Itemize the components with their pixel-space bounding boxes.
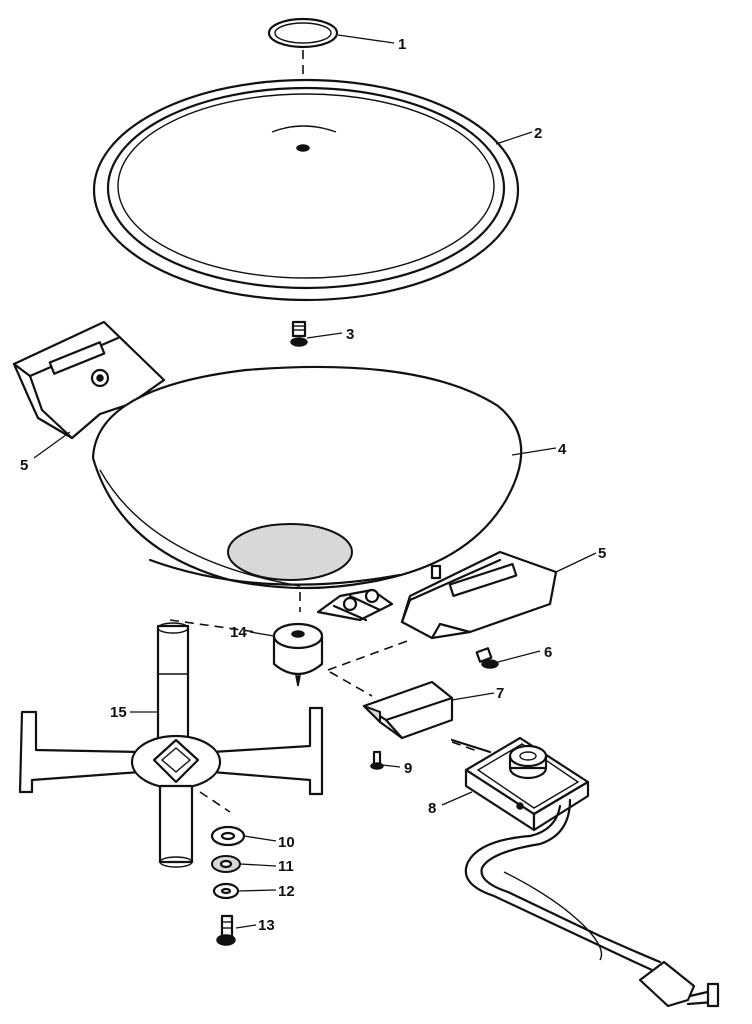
terminal-pins (316, 588, 394, 622)
callout-13: 13 (258, 917, 275, 934)
part-8-temperature-control[interactable] (450, 736, 720, 1008)
callout-1: 1 (398, 36, 406, 53)
callout-11: 11 (278, 858, 294, 875)
part-1-lid-cap[interactable] (267, 17, 339, 49)
callout-3: 3 (346, 326, 354, 343)
part-2-lid[interactable] (92, 78, 520, 302)
callout-7: 7 (496, 685, 504, 702)
callout-4: 4 (558, 441, 567, 458)
part-14-foot[interactable] (272, 622, 324, 687)
part-10-washer[interactable] (210, 825, 246, 847)
part-7-cover[interactable] (362, 680, 454, 740)
part-5-handle-left[interactable] (12, 320, 166, 440)
part-12-washer[interactable] (212, 882, 240, 900)
part-13-screw[interactable] (216, 914, 236, 946)
callout-5-left: 5 (20, 457, 28, 474)
axis-line-cover (329, 671, 373, 697)
part-6-screw[interactable] (475, 647, 499, 669)
callout-12: 12 (278, 883, 295, 900)
part-4-pan[interactable] (91, 365, 523, 590)
callout-2: 2 (534, 125, 542, 142)
leader-lines (33, 34, 597, 929)
axis-line-heater (327, 639, 411, 671)
axis-line-washers (199, 791, 231, 813)
part-3-screw[interactable] (290, 320, 308, 347)
part-11-washer[interactable] (211, 855, 241, 873)
callout-5-right: 5 (598, 545, 606, 562)
callout-9: 9 (404, 760, 412, 777)
axis-line-control (451, 741, 481, 753)
callout-14: 14 (230, 624, 247, 641)
callout-10: 10 (278, 834, 295, 851)
callout-6: 6 (544, 644, 552, 661)
part-5-handle-right[interactable] (400, 550, 558, 640)
part-9-screw[interactable] (370, 750, 384, 770)
callout-15: 15 (110, 704, 127, 721)
part-15-stand[interactable] (18, 622, 324, 868)
callout-8: 8 (428, 800, 436, 817)
